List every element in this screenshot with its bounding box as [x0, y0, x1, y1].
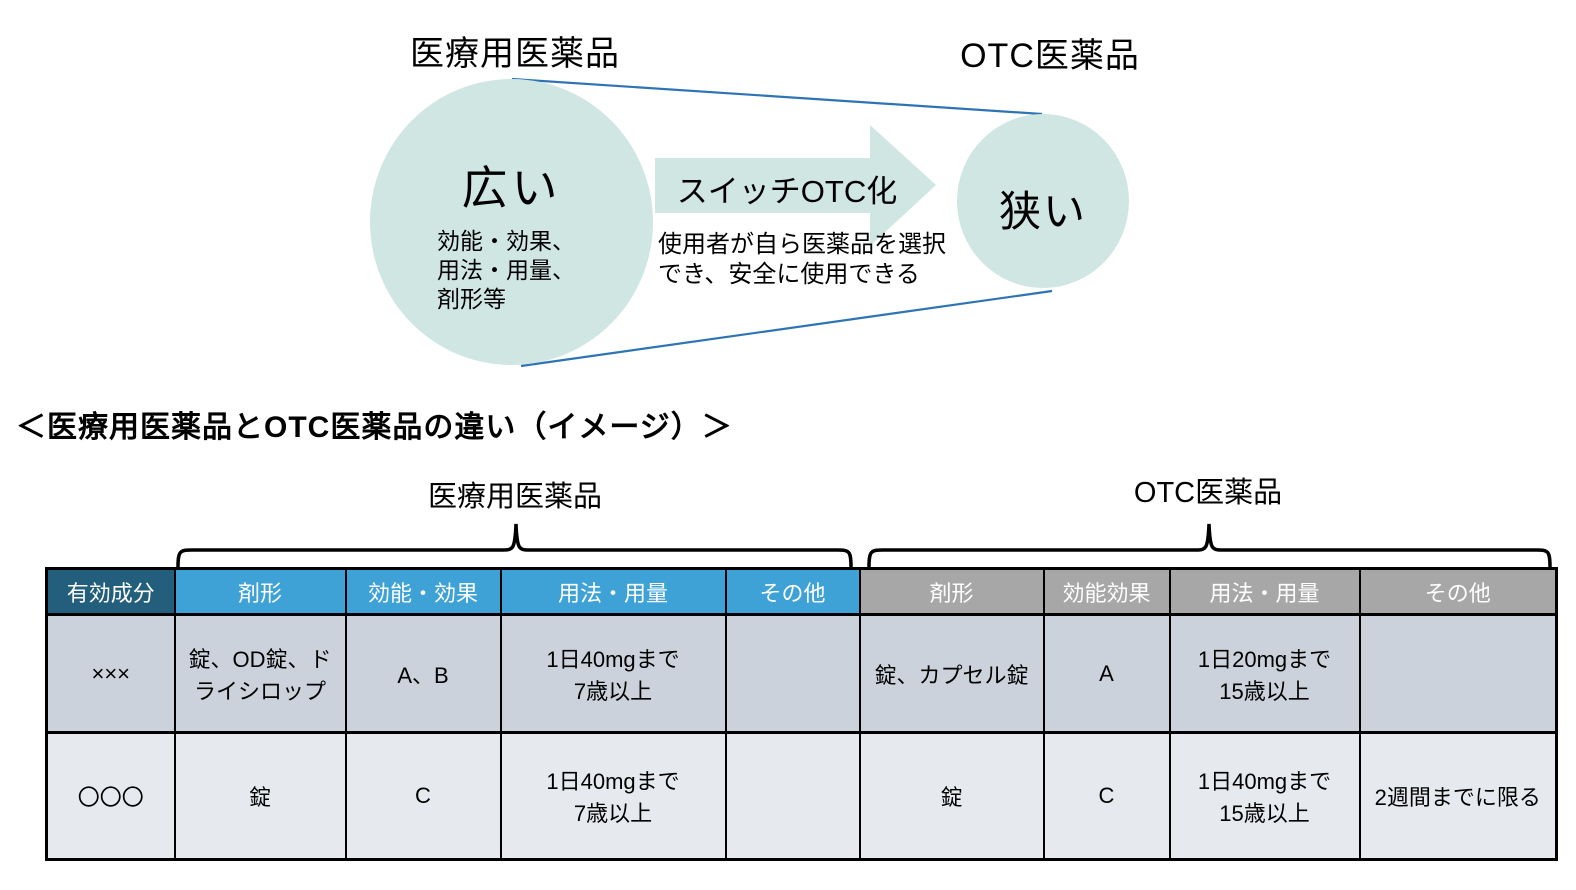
wide-scope-circle — [370, 79, 653, 365]
table-group-label-prescription: 医療用医薬品 — [427, 481, 602, 513]
cell-rx-other — [724, 613, 861, 734]
group-braces — [176, 523, 1552, 568]
header-otc-usage-dose: 用法・用量 — [1168, 567, 1361, 616]
cell-rx-indications: C — [344, 731, 502, 861]
switch-otc-label: スイッチOTC化 — [676, 174, 898, 209]
funnel-lines — [511, 77, 1053, 368]
table-row: 〇〇〇 錠 C 1日40mgまで 7歳以上 錠 C 1日40mgまで 15歳以上… — [45, 731, 1558, 861]
header-active-ingredient: 有効成分 — [45, 567, 176, 616]
section-heading: ＜医療用医薬品とOTC医薬品の違い（イメージ）＞ — [16, 411, 733, 444]
cell-rx-usage-dose: 1日40mgまで 7歳以上 — [499, 613, 727, 734]
header-otc-dosage-form: 剤形 — [858, 567, 1045, 616]
cell-otc-other — [1358, 613, 1558, 734]
header-rx-usage-dose: 用法・用量 — [499, 567, 727, 616]
narrow-scope-circle — [957, 114, 1129, 288]
header-rx-indications: 効能・効果 — [344, 567, 502, 616]
diagram-right-title: OTC医薬品 — [960, 37, 1140, 75]
switch-otc-caption: 使用者が自ら医薬品を選択 でき、安全に使用できる — [658, 231, 946, 288]
cell-rx-usage-dose: 1日40mgまで 7歳以上 — [499, 731, 727, 861]
cell-ingredient: 〇〇〇 — [45, 731, 176, 861]
header-rx-dosage-form: 剤形 — [173, 567, 347, 616]
cell-otc-usage-dose: 1日20mgまで 15歳以上 — [1168, 613, 1361, 734]
header-rx-other: その他 — [724, 567, 861, 616]
cell-otc-indications: A — [1042, 613, 1171, 734]
cell-rx-dosage-form: 錠 — [173, 731, 347, 861]
brace-otc — [867, 523, 1552, 568]
header-otc-indications: 効能効果 — [1042, 567, 1171, 616]
cell-rx-indications: A、B — [344, 613, 502, 734]
cell-otc-indications: C — [1042, 731, 1171, 861]
wide-scope-title: 広い — [461, 162, 562, 214]
cell-rx-dosage-form: 錠、OD錠、ドライシロップ — [173, 613, 347, 734]
cell-rx-other — [724, 731, 861, 861]
diagram-left-title: 医療用医薬品 — [410, 35, 620, 73]
cell-ingredient: ××× — [45, 613, 176, 734]
table-header-row: 有効成分 剤形 効能・効果 用法・用量 その他 剤形 効能効果 用法・用量 その… — [45, 567, 1558, 616]
cell-otc-usage-dose: 1日40mgまで 15歳以上 — [1168, 731, 1361, 861]
wide-scope-subtext: 効能・効果、 用法・用量、 剤形等 — [437, 228, 575, 312]
comparison-table: 有効成分 剤形 効能・効果 用法・用量 その他 剤形 効能効果 用法・用量 その… — [45, 567, 1558, 861]
table-group-label-otc: OTC医薬品 — [1133, 477, 1283, 509]
cell-otc-other: 2週間までに限る — [1358, 731, 1558, 861]
header-otc-other: その他 — [1358, 567, 1558, 616]
narrow-scope-title: 狭い — [998, 188, 1087, 235]
brace-prescription — [176, 523, 853, 568]
table-row: ××× 錠、OD錠、ドライシロップ A、B 1日40mgまで 7歳以上 錠、カプ… — [45, 613, 1558, 734]
cell-otc-dosage-form: 錠 — [858, 731, 1045, 861]
cell-otc-dosage-form: 錠、カプセル錠 — [858, 613, 1045, 734]
